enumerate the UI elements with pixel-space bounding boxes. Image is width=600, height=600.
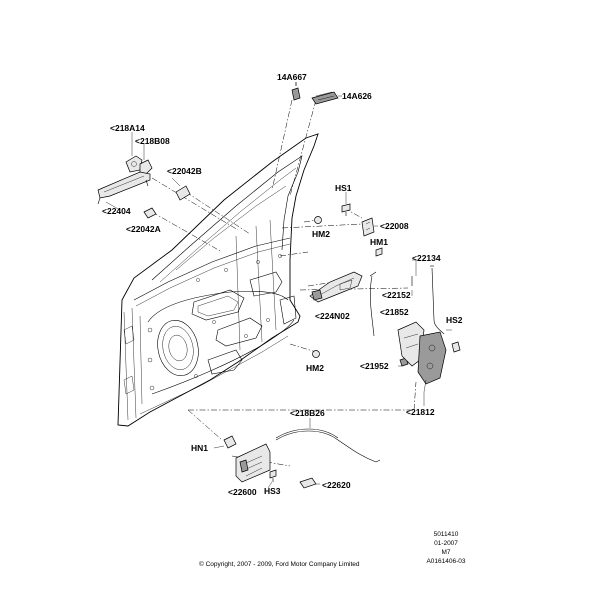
part-22600-handle-housing	[235, 443, 271, 483]
part-hm1-bolt	[375, 247, 383, 257]
label-21852: <21852	[380, 307, 409, 317]
assembly-leader-lines	[151, 99, 417, 467]
reference-model: M7	[441, 549, 450, 556]
part-22134-cable	[430, 265, 445, 335]
label-22152: <22152	[382, 290, 411, 300]
part-hs1-screw	[341, 203, 351, 216]
label-hm1: HM1	[370, 237, 388, 247]
label-hn1: HN1	[191, 443, 208, 453]
label-hm2-lower: HM2	[306, 363, 324, 373]
copyright-notice: © Copyright, 2007 - 2009, Ford Motor Com…	[199, 560, 360, 568]
label-leaders	[105, 82, 452, 489]
label-218b08: <218B08	[135, 136, 170, 146]
part-218a14-handle-cap	[125, 155, 143, 173]
part-hn1-nut	[223, 435, 237, 449]
label-22134: <22134	[412, 253, 441, 263]
label-22008: <22008	[380, 221, 409, 231]
part-21852-rod	[369, 271, 377, 337]
label-22404: <22404	[102, 206, 131, 216]
label-21952: <21952	[360, 361, 389, 371]
label-hm2-upper: HM2	[312, 229, 330, 239]
door-inner-panel	[117, 133, 319, 427]
label-22042a: <22042A	[126, 224, 161, 234]
part-22008-bracket	[361, 217, 375, 237]
label-218b26: <218B26	[290, 408, 325, 418]
part-hm2-lower-bolt	[312, 350, 320, 358]
label-218a14: <218A14	[110, 123, 145, 133]
part-21812-latch	[397, 321, 447, 393]
label-224n02: <224N02	[315, 311, 350, 321]
label-22042b: <22042B	[167, 166, 202, 176]
part-224n02-interior-handle	[309, 271, 363, 303]
part-218b08-bezel	[139, 159, 153, 175]
callout-labels: 14A667 14A626 <218A14 <218B08 <22042B <2…	[102, 72, 463, 497]
part-22042a-gasket	[143, 207, 157, 219]
part-14a626-switch	[311, 91, 339, 105]
part-22404-exterior-handle	[97, 171, 151, 205]
label-14a667: 14A667	[277, 72, 307, 82]
label-21812: <21812	[406, 407, 435, 417]
label-22600: <22600	[228, 487, 257, 497]
label-14a626: 14A626	[342, 91, 372, 101]
label-hs3: HS3	[264, 486, 281, 496]
part-22042b-gasket	[175, 185, 191, 201]
reference-drawing-id: A0161406-03	[426, 558, 465, 565]
reference-date: 01-2007	[434, 540, 458, 547]
part-hm2-upper-bolt	[314, 216, 322, 224]
part-218b26-cable	[275, 428, 381, 463]
label-22620: <22620	[322, 480, 351, 490]
reference-code: 5011410	[434, 531, 459, 538]
label-hs1: HS1	[335, 183, 352, 193]
label-hs2: HS2	[446, 315, 463, 325]
part-hs3-screw	[269, 469, 277, 482]
part-hs2-screw	[451, 341, 461, 353]
reference-block: 5011410 01-2007 M7 A0161406-03	[426, 531, 465, 565]
part-22620-bezel	[299, 477, 317, 489]
